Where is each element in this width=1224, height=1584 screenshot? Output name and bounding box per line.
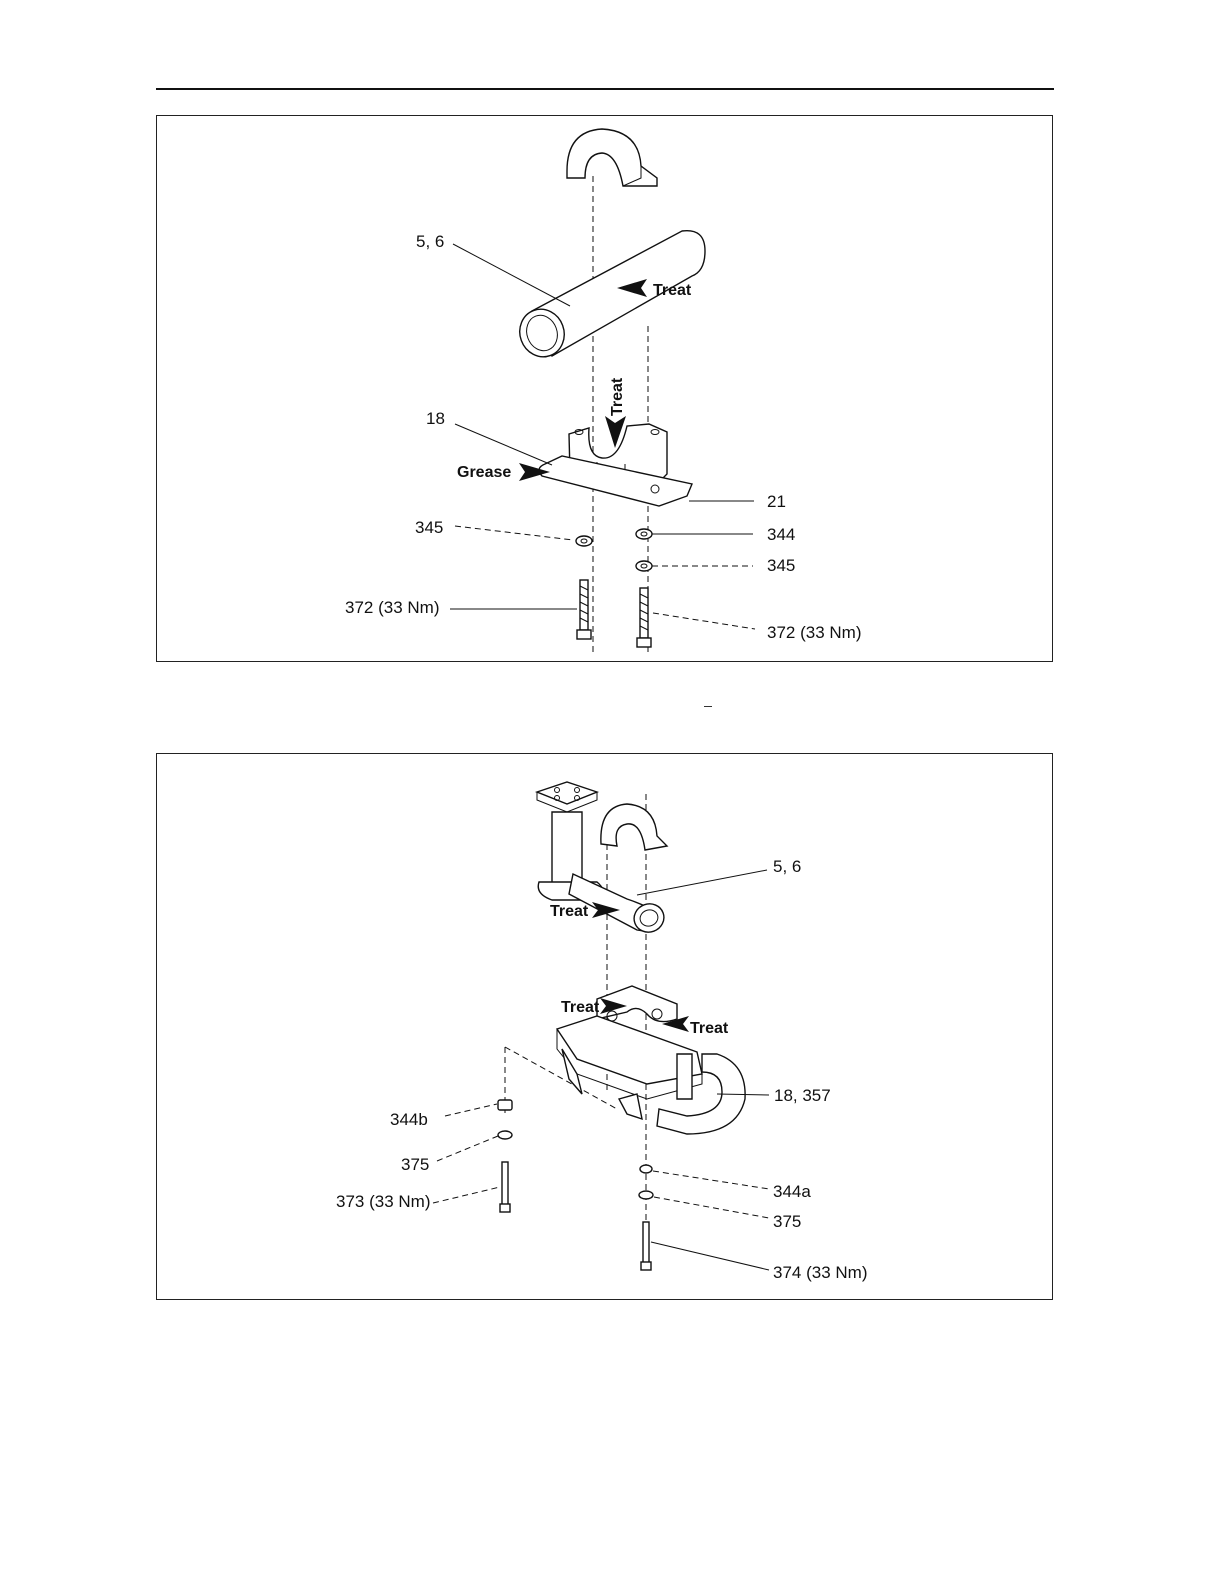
label-block: 18 — [426, 409, 445, 428]
label-tube: 5, 6 — [773, 857, 801, 876]
treat-right-label: Treat — [690, 1020, 729, 1037]
nut-344b — [498, 1100, 512, 1110]
treat-block-label: Treat — [609, 377, 626, 416]
washer-375-left — [498, 1131, 512, 1139]
washer-375-right — [639, 1191, 653, 1199]
bolt-373 — [500, 1162, 510, 1212]
label-bolt-left: 372 (33 Nm) — [345, 598, 439, 617]
label-tube: 5, 6 — [416, 232, 444, 251]
figure-1-drawing: Treat Treat Grease 5, 6 18 21 345 344 34… — [157, 116, 1054, 663]
treat-left-label: Treat — [561, 999, 600, 1016]
label-nut-right: 344 — [767, 525, 795, 544]
nut-344 — [636, 529, 652, 539]
separator-mark — [704, 706, 712, 707]
mounting-post — [537, 782, 603, 900]
header-rule — [156, 88, 1054, 90]
label-plate: 21 — [767, 492, 786, 511]
nut-344a — [640, 1165, 652, 1173]
figure-2-panel: Treat Treat Treat 5, 6 18, 357 344b 375 … — [156, 753, 1053, 1300]
figure-2-drawing: Treat Treat Treat 5, 6 18, 357 344b 375 … — [157, 754, 1054, 1301]
label-bolt-left: 373 (33 Nm) — [336, 1192, 430, 1211]
figure-1-panel: Treat Treat Grease 5, 6 18 21 345 344 34… — [156, 115, 1053, 662]
treat-tube-label: Treat — [653, 282, 692, 299]
label-washer-right: 345 — [767, 556, 795, 575]
label-nut-right: 344a — [773, 1182, 811, 1201]
grease-label: Grease — [457, 464, 511, 481]
label-washer-left: 345 — [415, 518, 443, 537]
bolt-372-left — [577, 580, 591, 639]
label-bolt-right: 372 (33 Nm) — [767, 623, 861, 642]
washer-345-right — [636, 561, 652, 571]
bolt-372-right — [637, 588, 651, 647]
label-housing: 18, 357 — [774, 1086, 831, 1105]
label-washer-right: 375 — [773, 1212, 801, 1231]
label-washer-left: 375 — [401, 1155, 429, 1174]
washer-345-left — [576, 536, 592, 546]
label-nut-left: 344b — [390, 1110, 428, 1129]
clamp-cap — [567, 129, 657, 186]
clamp-cap — [601, 804, 667, 850]
bolt-374 — [641, 1222, 651, 1270]
label-bolt-right: 374 (33 Nm) — [773, 1263, 867, 1282]
treat-tube-label: Treat — [550, 903, 589, 920]
